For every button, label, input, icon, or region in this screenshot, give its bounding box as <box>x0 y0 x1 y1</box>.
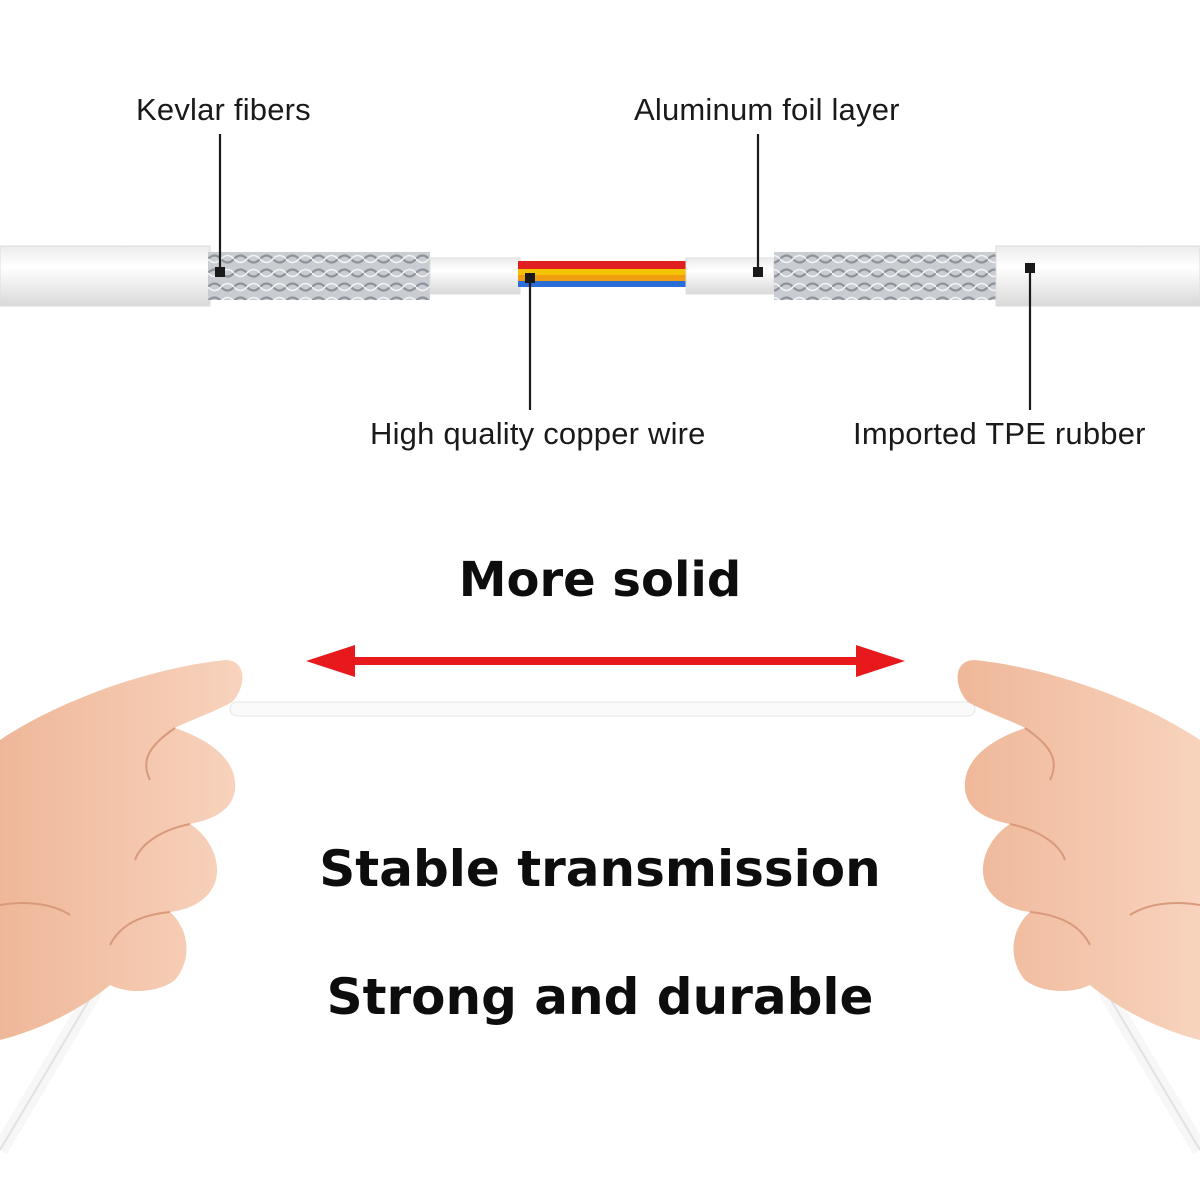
double-arrow-icon <box>306 645 905 677</box>
kevlar-fibers-label: Kevlar fibers <box>136 92 311 127</box>
aluminum-foil-label: Aluminum foil layer <box>634 92 900 127</box>
leader-dots <box>215 263 1035 283</box>
pulled-cable <box>0 701 1200 1155</box>
copper-wire-label: High quality copper wire <box>370 416 706 451</box>
left-hand <box>0 660 243 1040</box>
leader-lines <box>218 134 1032 410</box>
stable-transmission-heading: Stable transmission <box>319 840 881 898</box>
kevlar-braid-right <box>774 252 996 300</box>
tpe-rubber-label: Imported TPE rubber <box>853 416 1146 451</box>
outer-jacket-right <box>995 245 1200 307</box>
right-hand <box>957 660 1200 1040</box>
strong-durable-heading: Strong and durable <box>326 968 874 1026</box>
cable-cutaway <box>0 245 1200 307</box>
kevlar-braid-left <box>208 252 430 300</box>
foil-layer-left <box>429 257 521 295</box>
more-solid-heading: More solid <box>458 552 742 608</box>
outer-jacket-left <box>0 245 211 307</box>
copper-wire-bundle <box>518 261 686 287</box>
